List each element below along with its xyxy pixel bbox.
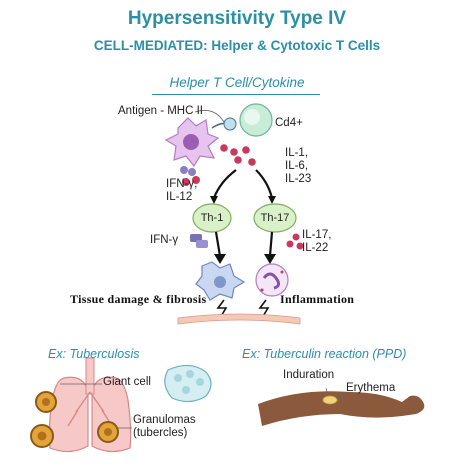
arrowhead-th1-down-icon — [214, 254, 226, 264]
arrowhead-th17-icon — [268, 196, 276, 204]
arrowhead-th1-icon — [210, 196, 218, 204]
il17-line-2: IL-22 — [302, 242, 329, 254]
cd4-t-cell-icon — [239, 103, 273, 137]
ifn-il12-line-2: IL-12 — [166, 191, 193, 203]
ifn-label: IFN-γ — [150, 234, 179, 246]
tissue-damage-label: Tissue damage & fibrosis — [70, 292, 207, 306]
arm-icon — [258, 391, 425, 426]
th17-cell-icon — [253, 203, 297, 233]
granuloma-icons — [30, 391, 119, 448]
il17-cytokine-icon — [286, 233, 304, 250]
section-title: Helper T Cell/Cytokine — [169, 75, 305, 90]
erythema-leader — [335, 391, 347, 399]
arrowhead-th17-down-icon — [264, 254, 276, 264]
page-title: Hypersensitivity Type IV — [127, 8, 347, 29]
ppd-example-title: Ex: Tuberculin reaction (PPD) — [242, 347, 407, 361]
il17-line-1: IL-17, — [302, 229, 332, 241]
macrophage-icon — [195, 261, 246, 301]
th17-label: Th-17 — [260, 212, 290, 224]
section-underline — [152, 94, 320, 95]
tb-example-title: Ex: Tuberculosis — [48, 347, 140, 361]
ifn-il12-line-1: IFN-γ, — [166, 178, 198, 190]
il-right-label: IL-1, IL-6, IL-23 — [285, 147, 311, 186]
lightning-right-icon — [258, 299, 270, 319]
arrow-to-th17 — [255, 169, 274, 199]
cytokine-dots-top-icon — [220, 144, 256, 166]
ifn-cytokine-icon — [190, 234, 208, 248]
inflammation-label: Inflammation — [280, 292, 355, 306]
giant-cell-label: Giant cell — [103, 376, 151, 388]
lightning-left-icon — [216, 299, 228, 319]
granulomas-line-2: (tubercles) — [133, 427, 188, 439]
arrow-th17-down — [268, 231, 274, 257]
dendritic-cell-icon — [164, 117, 220, 168]
giant-cell-icon — [164, 364, 212, 403]
induration-leader — [325, 387, 329, 397]
th1-cell-icon — [192, 203, 232, 233]
il-right-line-3: IL-23 — [285, 173, 312, 185]
antigen-icon — [223, 117, 237, 131]
il17-label: IL-17, IL-22 — [302, 229, 331, 255]
page-subtitle: CELL-MEDIATED: Helper & Cytotoxic T Cell… — [93, 38, 381, 53]
il-right-line-2: IL-6, — [285, 160, 309, 172]
antigen-label: Antigen - MHC II — [118, 105, 203, 117]
arrow-to-th1 — [212, 169, 237, 199]
granulomas-line-1: Granulomas — [133, 414, 196, 426]
cytokine-cluster-left-icon — [180, 166, 200, 186]
cd4-label: Cd4+ — [275, 117, 303, 129]
induration-label: Induration — [283, 369, 335, 381]
antigen-leader-line — [194, 109, 225, 123]
neutrophil-icon — [255, 263, 289, 297]
il-right-line-1: IL-1, — [285, 147, 309, 159]
arrow-th1-down — [214, 231, 222, 257]
lungs-icon — [48, 357, 132, 453]
erythema-label: Erythema — [346, 382, 396, 394]
granulomas-label: Granulomas (tubercles) — [133, 414, 196, 440]
th1-label: Th-1 — [200, 212, 224, 224]
tissue-band-icon — [177, 313, 301, 325]
ifn-il12-label: IFN-γ, IL-12 — [166, 178, 197, 204]
